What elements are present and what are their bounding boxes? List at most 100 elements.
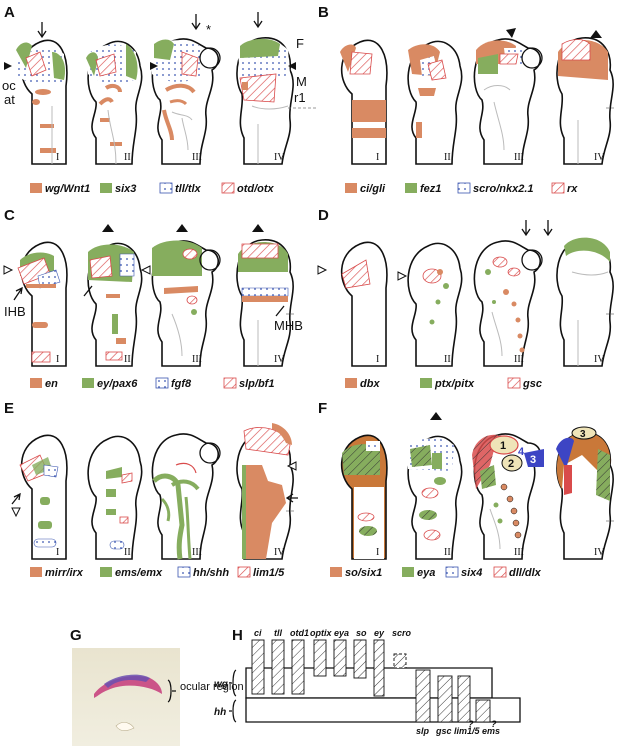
svg-text:III: III: [192, 152, 202, 163]
svg-text:III: III: [192, 354, 202, 365]
svg-text:so/six1: so/six1: [345, 567, 382, 579]
svg-text:I: I: [56, 547, 59, 558]
svg-text:lim1/5: lim1/5: [454, 726, 481, 736]
svg-text:IV: IV: [594, 354, 605, 365]
svg-text:mirr/irx: mirr/irx: [45, 567, 84, 579]
legend-a: wg/Wnt1 six3 tll/tlx otd/otx: [30, 182, 275, 195]
legend-swatch: [345, 183, 357, 193]
panel-e-stage-3: III: [151, 433, 221, 560]
svg-text:IV: IV: [274, 547, 285, 558]
svg-text:I: I: [376, 354, 379, 365]
svg-text:3: 3: [530, 454, 536, 466]
panel-label-h: H: [232, 627, 243, 644]
panel-a-drawings: I II III: [2, 12, 316, 165]
panel-f-stage-1: I: [340, 434, 388, 560]
legend-swatch: [445, 566, 459, 578]
panel-d-drawings: I II III: [317, 220, 616, 367]
label-r1: r1: [294, 90, 306, 105]
arrow-icon: [13, 286, 23, 301]
svg-text:II: II: [444, 152, 451, 163]
svg-text:III: III: [514, 547, 524, 558]
legend-swatch: [223, 377, 237, 389]
bracket-icon: [229, 699, 237, 723]
legend-b: ci/gli fez1 scro/nkx2.1 rx: [345, 182, 578, 195]
panel-f-stage-2: II: [407, 435, 463, 560]
panel-h-schematic: wg hh ci tll otd1 optix eya so ey scro s…: [214, 628, 521, 736]
svg-text:dbx: dbx: [360, 378, 380, 390]
svg-text:en: en: [45, 378, 58, 390]
svg-text:scro: scro: [392, 628, 412, 638]
svg-text:hh/shh: hh/shh: [193, 567, 229, 579]
svg-text:lim1/5: lim1/5: [253, 567, 285, 579]
bracket-icon: [229, 669, 237, 697]
panel-a-stage-1: I: [16, 39, 68, 165]
label-asterisk: *: [206, 22, 211, 37]
panel-e-stage-4: IV: [236, 423, 296, 560]
panel-f-stage-3: 1 2 3 4 III: [472, 433, 544, 560]
svg-text:six3: six3: [115, 183, 136, 195]
label-mhb: MHB: [274, 318, 303, 333]
label-oc: oc: [2, 78, 16, 93]
arrow-icon: [11, 492, 21, 505]
svg-text:ey: ey: [374, 628, 385, 638]
arrowhead-icon: [252, 224, 264, 232]
panel-g-photo: ocular region: [72, 648, 244, 746]
svg-text:ems: ems: [482, 726, 500, 736]
svg-text:2: 2: [508, 458, 514, 470]
svg-text:ey/pax6: ey/pax6: [97, 378, 138, 390]
open-arrowhead-icon: [397, 271, 408, 281]
legend-swatch: [493, 566, 507, 578]
down-arrow-icon: [543, 220, 553, 237]
legend-swatch: [159, 182, 173, 194]
legend-swatch: [457, 182, 471, 194]
arrowhead-icon: [430, 412, 442, 420]
legend-swatch: [237, 566, 251, 578]
panel-label-e: E: [4, 400, 14, 417]
down-arrow-icon: [521, 220, 531, 237]
svg-text:II: II: [444, 547, 451, 558]
svg-text:wg/Wnt1: wg/Wnt1: [45, 183, 90, 195]
svg-text:ptx/pitx: ptx/pitx: [434, 378, 475, 390]
label-ihb: IHB: [4, 304, 26, 319]
panel-label-f: F: [318, 400, 327, 417]
legend-swatch: [507, 377, 521, 389]
svg-text:III: III: [514, 152, 524, 163]
row-label-hh: hh: [214, 707, 226, 718]
legend-swatch: [100, 183, 112, 193]
legend-swatch: [551, 182, 565, 194]
svg-text:I: I: [376, 547, 379, 558]
svg-text:slp/bf1: slp/bf1: [239, 378, 274, 390]
legend-swatch: [100, 567, 112, 577]
svg-text:dll/dlx: dll/dlx: [509, 567, 542, 579]
svg-text:ci: ci: [254, 628, 262, 638]
panel-label-a: A: [4, 4, 15, 21]
svg-text:tll/tlx: tll/tlx: [175, 183, 202, 195]
svg-text:II: II: [124, 152, 131, 163]
open-arrowhead-icon: [286, 461, 297, 471]
panel-b-stage-3: III: [473, 38, 543, 165]
svg-text:II: II: [444, 354, 451, 365]
arrow-icon: [285, 493, 298, 503]
legend-d: dbx ptx/pitx gsc: [345, 377, 542, 390]
svg-text:III: III: [514, 354, 524, 365]
bracket-icon: [167, 679, 176, 703]
arrow-icon: [83, 285, 93, 297]
arrowhead-icon: [4, 62, 12, 70]
svg-text:six4: six4: [461, 567, 482, 579]
legend-c: en ey/pax6 fgf8 slp/bf1: [30, 377, 274, 390]
panel-d-stage-2: II: [407, 242, 463, 367]
svg-text:I: I: [56, 152, 59, 163]
legend-swatch: [345, 378, 357, 388]
down-arrow-icon: [191, 14, 201, 31]
panel-a-stage-2: II: [86, 40, 143, 165]
arrowhead-icon: [102, 224, 114, 232]
arrowhead-icon: [176, 224, 188, 232]
open-arrowhead-icon: [3, 265, 14, 275]
svg-text:ems/emx: ems/emx: [115, 567, 163, 579]
panel-c-stage-1: I: [17, 241, 68, 367]
panel-e-drawings: I II III IV: [11, 423, 298, 560]
arrowhead-icon: [590, 30, 602, 38]
svg-text:4: 4: [518, 446, 525, 458]
svg-text:III: III: [192, 547, 202, 558]
open-arrowhead-icon: [317, 265, 328, 275]
